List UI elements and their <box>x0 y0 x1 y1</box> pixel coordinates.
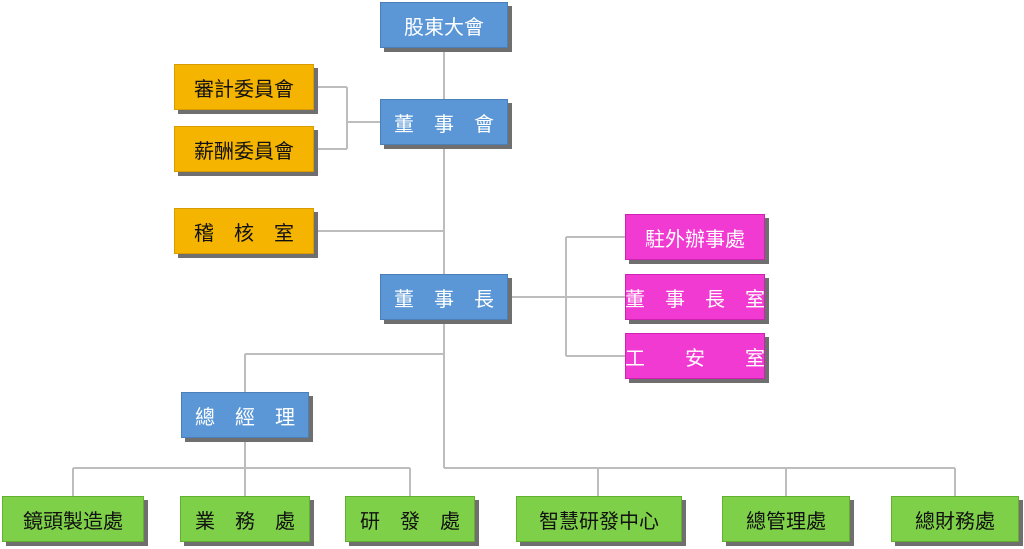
lens-manufacturing-division-node: 鏡頭製造處 <box>2 496 144 542</box>
smart-rd-center-node: 智慧研發中心 <box>516 496 682 542</box>
chairman-office-node: 董 事 長 室 <box>625 274 765 320</box>
finance-division-node: 總財務處 <box>891 496 1019 542</box>
board-of-directors-node: 董 事 會 <box>380 99 508 145</box>
internal-audit-office-node: 稽 核 室 <box>174 208 314 254</box>
chairman-node: 董 事 長 <box>380 274 508 320</box>
rd-division-node: 研 發 處 <box>345 496 475 542</box>
sales-division-node: 業 務 處 <box>180 496 310 542</box>
general-manager-node: 總 經 理 <box>181 392 309 438</box>
compensation-committee-node: 薪酬委員會 <box>174 126 314 172</box>
general-administration-division-node: 總管理處 <box>722 496 850 542</box>
industrial-safety-office-node: 工 安 室 <box>625 333 765 379</box>
overseas-liaison-office-node: 駐外辦事處 <box>625 214 765 260</box>
audit-committee-node: 審計委員會 <box>174 64 314 110</box>
shareholders-meeting-node: 股東大會 <box>380 2 508 48</box>
